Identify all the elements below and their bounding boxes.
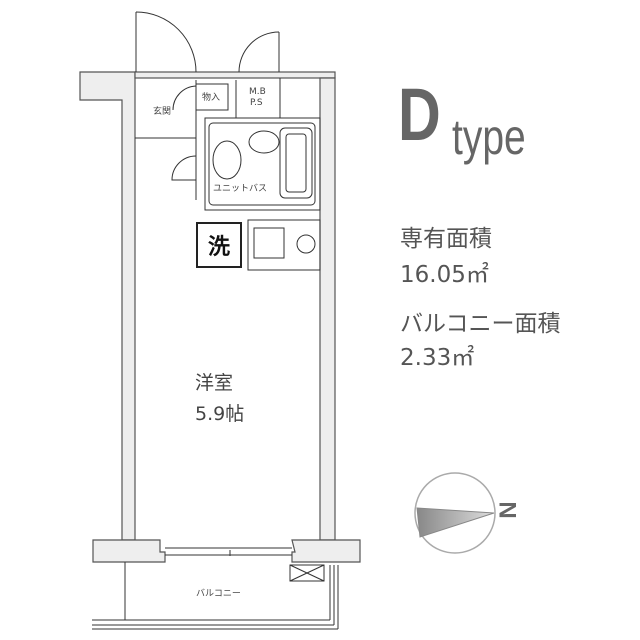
area-value: 16.05㎡ <box>400 262 489 288</box>
unit-bath-label: ユニットバス <box>213 184 268 194</box>
balcony-area-label: バルコニー面積 <box>400 311 561 337</box>
area-label: 専有面積 <box>400 226 492 252</box>
mb-label: M.B <box>249 87 266 97</box>
walls <box>79 71 361 563</box>
washer-space-label: 洗 <box>196 222 242 268</box>
room-name: 洋室 <box>195 372 234 394</box>
room-size: 5.9帖 <box>195 403 245 425</box>
fixtures <box>92 11 339 630</box>
type-word: type <box>452 109 526 165</box>
compass-icon <box>414 472 496 554</box>
ps-label: P.S <box>250 98 263 108</box>
north-label: N <box>493 501 521 519</box>
type-letter: D <box>398 73 441 156</box>
balcony-area-value: 2.33㎡ <box>400 345 475 371</box>
entrance-label: 玄関 <box>153 107 172 117</box>
storage-label: 物入 <box>202 93 221 103</box>
balcony-label: バルコニー <box>196 589 241 599</box>
